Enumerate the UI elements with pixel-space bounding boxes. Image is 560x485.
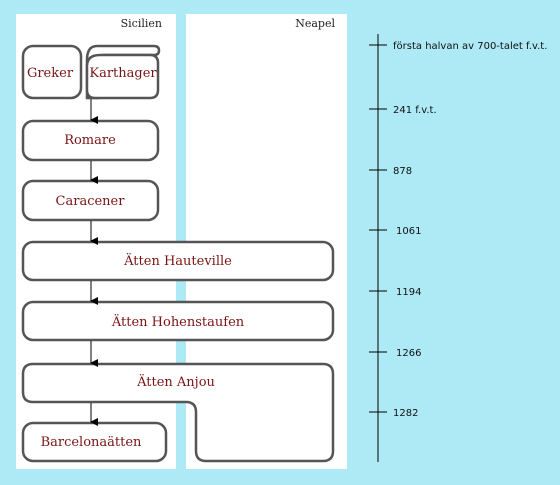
timeline-label: 1266 [396,348,421,359]
timeline-label: 1282 [393,408,418,419]
ruler-box-anjou [21,362,335,463]
ruler-label-anjou: Ätten Anjou [136,373,215,390]
timeline-label: 241 f.v.t. [393,105,437,116]
timeline-label: 1194 [396,287,421,298]
timeline-label: 1061 [396,226,421,237]
timeline-ticks [369,44,387,413]
ruler-label-barcelona: Barcelonaätten [41,435,142,450]
timeline-label: första halvan av 700-talet f.v.t. [393,41,547,52]
ruler-box-hauteville [21,240,335,282]
ruler-label-hauteville: Ätten Hauteville [123,252,232,269]
ruler-label-hohenstaufen: Ätten Hohenstaufen [111,313,245,330]
timeline-label: 878 [393,166,412,177]
ruler-box-karthager-body [85,53,160,100]
ruler-label-greker: Greker [27,66,74,81]
ruler-box-hohenstaufen [21,300,335,342]
ruler-box-greker [21,44,83,100]
ruler-label-romare: Romare [64,133,116,148]
column-label-sicilien: Sicilien [121,17,162,30]
ruler-label-caracener: Caracener [56,194,126,209]
ruler-label-karthager: Karthager [89,66,157,81]
column-label-neapel: Neapel [295,17,335,30]
